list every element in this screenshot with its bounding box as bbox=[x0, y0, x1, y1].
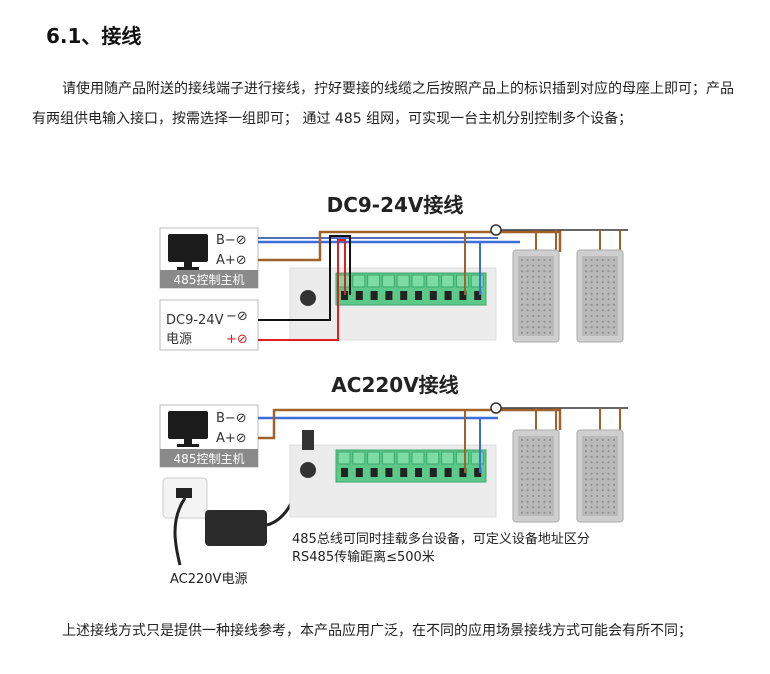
speakers-top bbox=[512, 249, 624, 343]
controller-box-top: B−⊘ A+⊘ 485控制主机 bbox=[159, 227, 259, 289]
controller-box-bottom: B−⊘ A+⊘ 485控制主机 bbox=[159, 404, 259, 468]
monitor-icon bbox=[168, 411, 208, 439]
svg-text:A+⊘: A+⊘ bbox=[216, 253, 247, 268]
speakers-bottom bbox=[512, 429, 624, 523]
section-heading: 6.1、接线 bbox=[46, 24, 142, 48]
dc-power-supply-box: DC9-24V −⊘ 电源 +⊘ bbox=[159, 299, 259, 351]
wire-a-bottom bbox=[258, 408, 562, 440]
monitor-icon bbox=[168, 234, 208, 262]
svg-text:B−⊘: B−⊘ bbox=[216, 411, 247, 426]
dc-jack-icon bbox=[300, 290, 316, 306]
intro-paragraph: 请使用随产品附送的接线端子进行接线，拧好要接的线缆之后按照产品上的标识插到对应的… bbox=[32, 81, 734, 127]
bus-note-line2: RS485传输距离≤500米 bbox=[292, 549, 435, 565]
footer-paragraph: 上述接线方式只是提供一种接线参考，本产品应用广泛，在不同的应用场景接线方式可能会… bbox=[62, 623, 692, 639]
controller-label-top: 485控制主机 bbox=[174, 273, 245, 287]
wire-psu-minus bbox=[258, 235, 351, 321]
controller-label-bottom: 485控制主机 bbox=[174, 452, 245, 466]
svg-text:A+⊘: A+⊘ bbox=[216, 431, 247, 446]
terminal-block-top bbox=[335, 272, 487, 306]
bus-note-line1: 485总线可同时挂载多台设备，可定义设备地址区分 bbox=[292, 531, 590, 547]
dc-jack-icon bbox=[300, 462, 316, 478]
ac-title: AC220V接线 bbox=[331, 373, 458, 397]
svg-text:DC9-24V: DC9-24V bbox=[166, 313, 224, 328]
svg-text:−⊘: −⊘ bbox=[226, 309, 248, 324]
ac-power-label: AC220V电源 bbox=[170, 572, 247, 587]
wire-psu-plus bbox=[258, 239, 346, 341]
svg-text:电源: 电源 bbox=[166, 332, 192, 347]
svg-text:B−⊘: B−⊘ bbox=[216, 233, 247, 248]
terminal-block-bottom bbox=[335, 449, 487, 483]
svg-text:+⊘: +⊘ bbox=[226, 332, 248, 347]
wiring-diagram: DC9-24V接线 B−⊘ A+⊘ 485控制主机 DC9-24V −⊘ 电源 … bbox=[159, 193, 628, 587]
wire-a-top bbox=[258, 230, 562, 262]
dc-title: DC9-24V接线 bbox=[327, 193, 464, 217]
